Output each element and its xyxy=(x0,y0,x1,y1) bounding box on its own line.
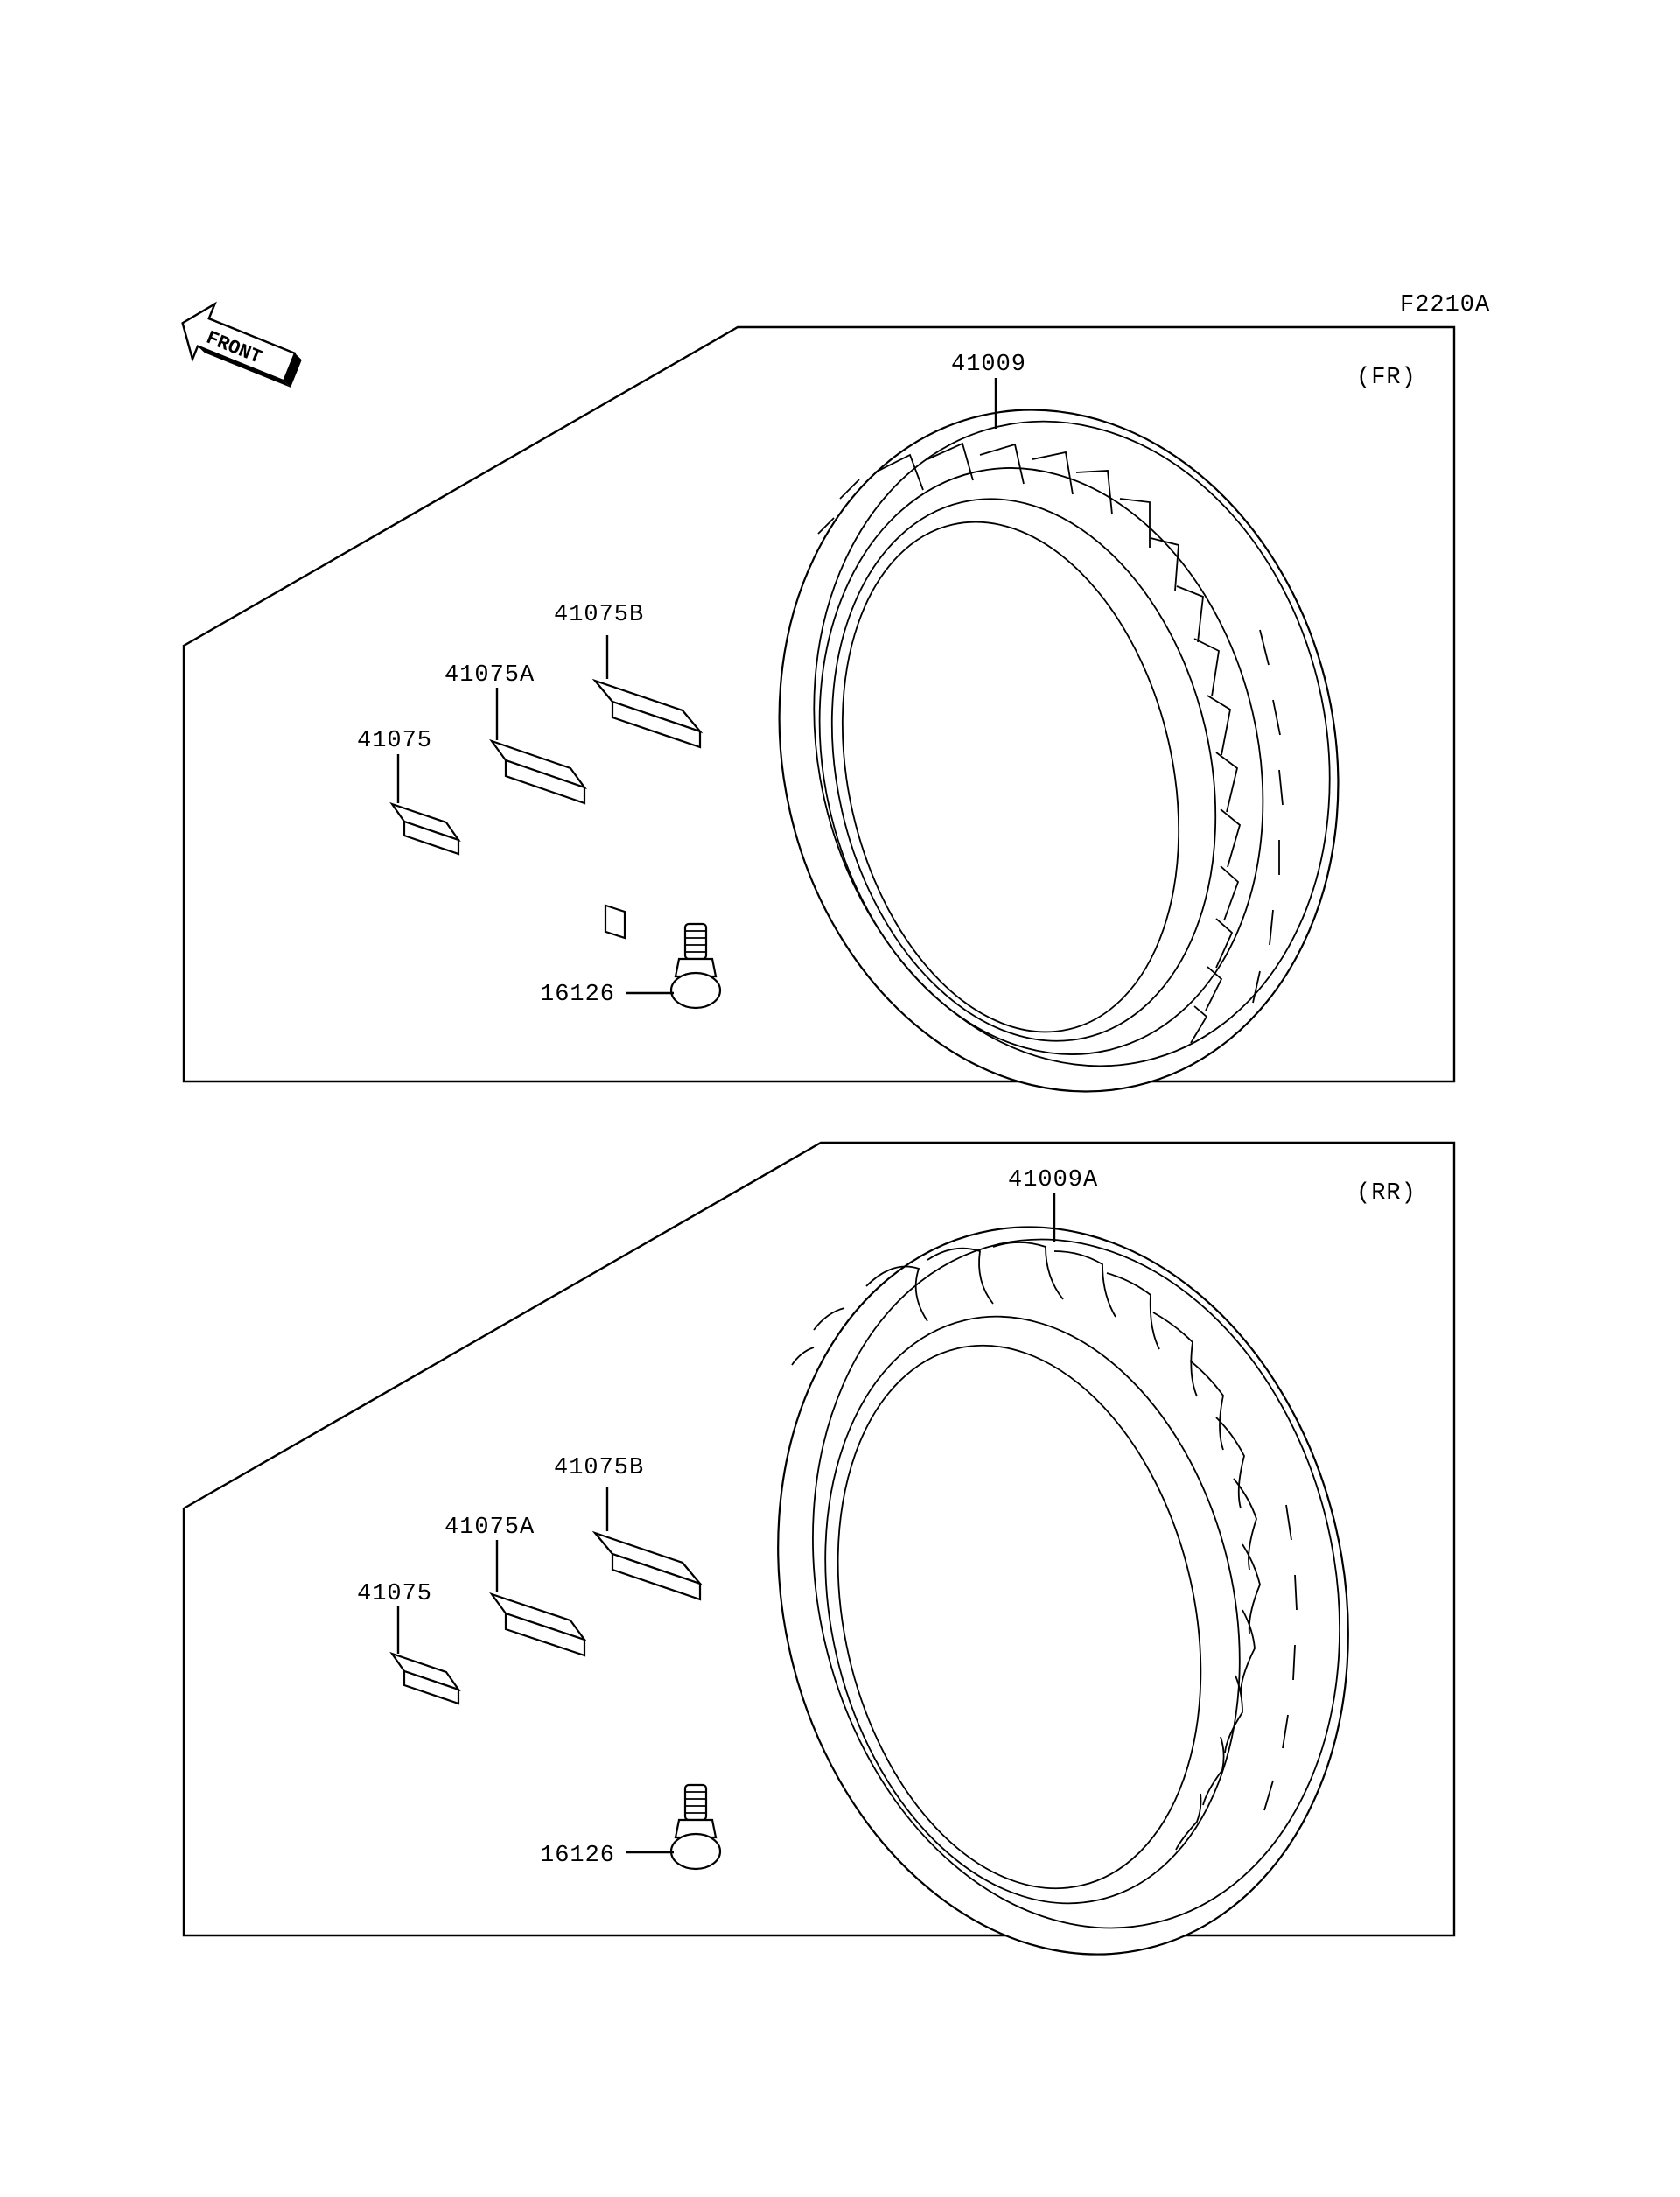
balance-weight-small xyxy=(389,1651,461,1705)
panel-front-tire: (FR) xyxy=(182,325,1456,1093)
figure-code: F2210A xyxy=(1400,292,1490,318)
panel-frame xyxy=(182,325,1456,1083)
weight-a-part-number: 41075A xyxy=(444,662,535,689)
front-arrow-icon: FRONT xyxy=(181,301,302,388)
tire-part-number: 41009A xyxy=(1008,1167,1098,1193)
tire-part-number: 41009 xyxy=(951,352,1026,378)
balance-weight-medium xyxy=(489,738,587,805)
weight-b-part-number: 41075B xyxy=(554,602,644,628)
rear-tire-illustration xyxy=(777,1226,1349,1956)
balance-weight-small xyxy=(389,801,461,856)
weight-part-number: 41075 xyxy=(357,1581,432,1607)
balance-weight-large xyxy=(592,678,704,940)
position-label: (FR) xyxy=(1356,365,1417,391)
panel-frame xyxy=(182,1141,1456,1937)
front-tire-illustration xyxy=(778,409,1340,1093)
balance-weight-medium xyxy=(489,1592,587,1657)
weight-a-part-number: 41075A xyxy=(444,1515,535,1541)
valve-part-number: 16126 xyxy=(540,1843,615,1869)
weight-part-number: 41075 xyxy=(357,728,432,754)
panel-rear-tire: (RR) xyxy=(182,1141,1456,1956)
tire-valve xyxy=(669,1783,722,1871)
tire-valve xyxy=(669,922,722,1010)
position-label: (RR) xyxy=(1356,1180,1417,1207)
weight-b-part-number: 41075B xyxy=(554,1455,644,1481)
valve-part-number: 16126 xyxy=(540,982,615,1008)
balance-weight-large xyxy=(592,1530,704,1601)
